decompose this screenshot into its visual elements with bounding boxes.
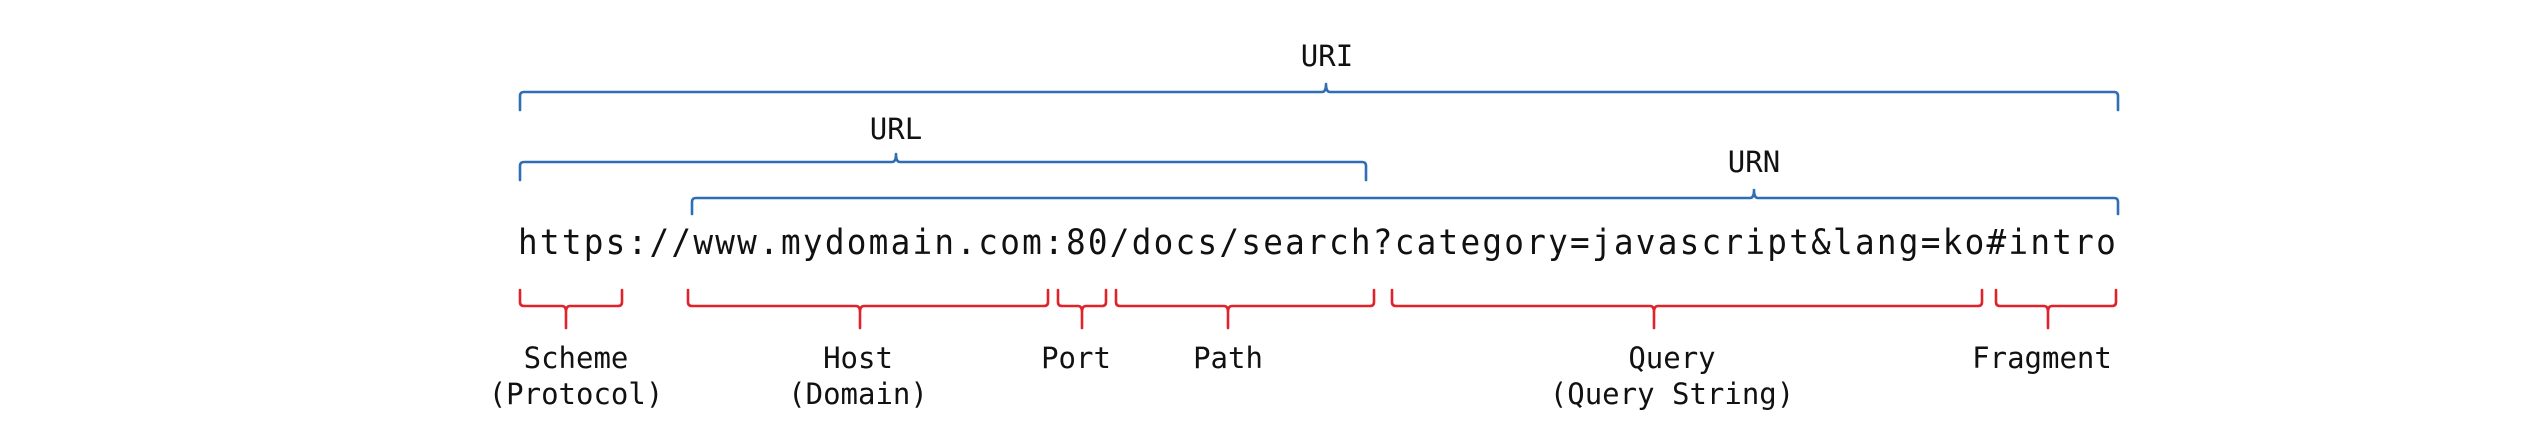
scheme-sublabel: (Protocol) [489, 377, 664, 411]
host-sublabel: (Domain) [788, 377, 928, 411]
example-url: https://www.mydomain.com:80/docs/search?… [518, 223, 2118, 263]
url-label: URL [870, 112, 922, 146]
port-bracket [1056, 288, 1108, 330]
host-label: Host [823, 341, 893, 375]
urn-bracket [690, 188, 2120, 216]
path-label: Path [1193, 341, 1263, 375]
query-bracket [1390, 288, 1984, 330]
fragment-label: Fragment [1972, 341, 2112, 375]
path-bracket [1114, 288, 1376, 330]
scheme-label: Scheme [524, 341, 629, 375]
query-sublabel: (Query String) [1550, 377, 1794, 411]
query-label: Query [1628, 341, 1715, 375]
url-bracket [518, 152, 1368, 182]
port-label: Port [1041, 341, 1111, 375]
fragment-bracket [1994, 288, 2118, 330]
host-bracket [686, 288, 1050, 330]
urn-label: URN [1728, 145, 1780, 179]
uri-label: URI [1301, 39, 1353, 73]
scheme-bracket [518, 288, 624, 330]
uri-bracket [518, 82, 2120, 112]
